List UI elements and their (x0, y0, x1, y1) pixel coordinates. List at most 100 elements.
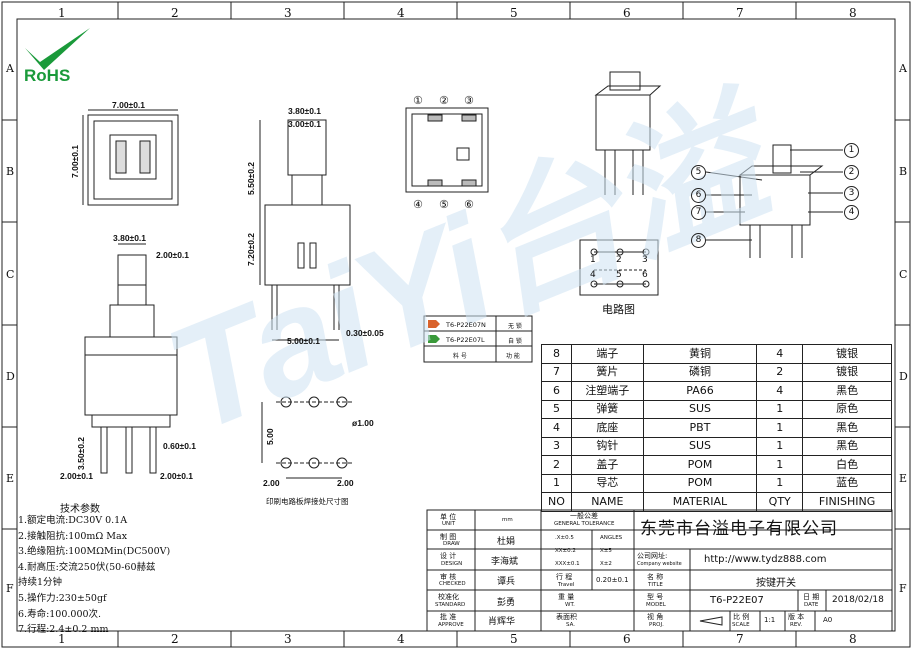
row-label: D (6, 370, 15, 383)
bom-cell: 磷铜 (642, 362, 758, 382)
tb-scale-cn: 比 例 (733, 613, 750, 621)
pcb-footprint (261, 396, 352, 479)
dim-side-h1: 5.50±0.2 (246, 161, 256, 195)
tech-params: 1.额定电流:DC30V 0.1A 2.接触阻抗:100mΩ Max 3.绝缘阻… (18, 513, 170, 638)
tb-wt-en: WT. (565, 602, 575, 608)
bom-cell: 白色 (802, 455, 892, 475)
pin-label: ⑥ (464, 198, 474, 211)
bom-cell: 端子 (570, 344, 644, 364)
tb-tol-cn: 一般公差 (570, 512, 598, 520)
bom-cell: 5 (541, 399, 572, 419)
tb-check-name: 谭兵 (497, 577, 516, 587)
variant-header-part: 料 号 (453, 353, 467, 360)
bom-cell: 黑色 (802, 381, 892, 401)
tb-unit-en: UNIT (442, 521, 456, 527)
bom-cell: 2 (541, 455, 572, 475)
pin-label: ① (413, 94, 423, 107)
tech-line: 7.行程:2.4±0.2 mm (18, 624, 109, 636)
tb-scale: 1:1 (764, 616, 776, 624)
tb-appr-cn: 批 准 (440, 613, 457, 621)
variant-code: T6-P22E07L (446, 336, 485, 344)
bom-cell: 2 (756, 362, 804, 382)
tech-line: 4.耐高压:交流250伏(50-60赫兹 (18, 561, 156, 573)
tech-line: 3.绝缘阻抗:100MΩMin(DC500V) (18, 546, 171, 558)
dim-pcb-v: 5.00 (265, 428, 275, 445)
tech-line: 2.接触阻抗:100mΩ Max (18, 530, 128, 542)
variant-code: T6-P22E07N (446, 321, 486, 329)
dim-top-height: 7.00±0.1 (70, 144, 80, 178)
tb-model-cn: 型 号 (647, 593, 664, 601)
bom-cell: POM (642, 455, 758, 475)
dim-front-pitch: 0.60±0.1 (163, 441, 197, 451)
tb-tol-en: GENERAL TOLERANCE (554, 521, 615, 527)
tb-tol: XX±0.2 (555, 548, 576, 554)
bom-cell: 注塑端子 (570, 381, 644, 401)
row-label: B (6, 165, 15, 178)
pin-label: ③ (464, 94, 474, 107)
bom-cell: 1 (756, 399, 804, 419)
row-label: A (899, 62, 907, 75)
bom-cell: 1 (756, 436, 804, 456)
bom-cell: 弹簧 (570, 399, 644, 419)
col-label: 1 (58, 632, 66, 646)
tb-draw-name: 杜娟 (497, 537, 516, 547)
variant-header-function: 功 能 (506, 353, 520, 360)
bom-cell: 盖子 (570, 455, 644, 475)
bom-cell: 3 (541, 436, 572, 456)
tb-travel-en: Travel (558, 582, 575, 588)
circuit-caption: 电路图 (602, 303, 635, 316)
tb-tol: X±2 (600, 561, 612, 567)
col-label: 2 (171, 6, 179, 20)
callout-2: 2 (844, 165, 859, 180)
bom-cell: 7 (541, 362, 572, 382)
dim-front-right: 2.00±0.1 (160, 471, 194, 481)
col-label: 7 (736, 6, 744, 20)
tb-date: 2018/02/18 (832, 595, 884, 605)
rohs-logo: RoHS (24, 66, 71, 85)
tb-name-en: TITLE (648, 582, 663, 588)
callout-1: 1 (844, 143, 859, 158)
tb-unit-val: mm (502, 517, 513, 523)
bom-cell: 8 (541, 344, 572, 364)
col-label: 1 (58, 6, 66, 20)
tb-web-en: Company website (637, 561, 682, 567)
dim-front-w1: 3.80±0.1 (113, 233, 147, 243)
col-label: 5 (510, 6, 518, 20)
row-label: A (6, 62, 14, 75)
variant-table-frame (423, 315, 533, 363)
col-label: 4 (397, 632, 405, 646)
dim-side-w1: 3.80±0.1 (288, 106, 322, 116)
bom-header-cell: MATERIAL (642, 492, 758, 512)
dim-front-w2: 2.00±0.1 (156, 250, 190, 260)
bottom-view (405, 107, 489, 193)
bom-cell: 1 (756, 473, 804, 493)
variant-function: 无 锁 (508, 323, 522, 330)
tb-model: T6-P22E07 (710, 595, 764, 606)
col-label: 4 (397, 6, 405, 20)
dim-front-pin-h: 3.50±0.2 (76, 436, 86, 470)
callout-4: 4 (844, 205, 859, 220)
tb-scale-en: SCALE (732, 622, 750, 628)
bom-cell: 1 (756, 418, 804, 438)
circuit-pin: 3 (642, 255, 648, 265)
bom-cell: 簧片 (570, 362, 644, 382)
tb-tol: .X±0.5 (555, 535, 574, 541)
col-label: 3 (284, 632, 292, 646)
tb-rev: A0 (823, 616, 833, 624)
col-label: 8 (849, 632, 857, 646)
row-label: D (899, 370, 908, 383)
tb-std-name: 彭勇 (497, 598, 516, 608)
tb-std-cn: 校准化 (438, 593, 459, 601)
tech-line: 6.寿命:100.000次. (18, 608, 102, 620)
tb-draw-cn: 制 图 (440, 533, 457, 541)
bom-cell: 4 (756, 344, 804, 364)
circuit-pin: 4 (590, 270, 596, 280)
tb-surf-cn: 表面积 (556, 613, 577, 621)
bom-cell: 黑色 (802, 418, 892, 438)
